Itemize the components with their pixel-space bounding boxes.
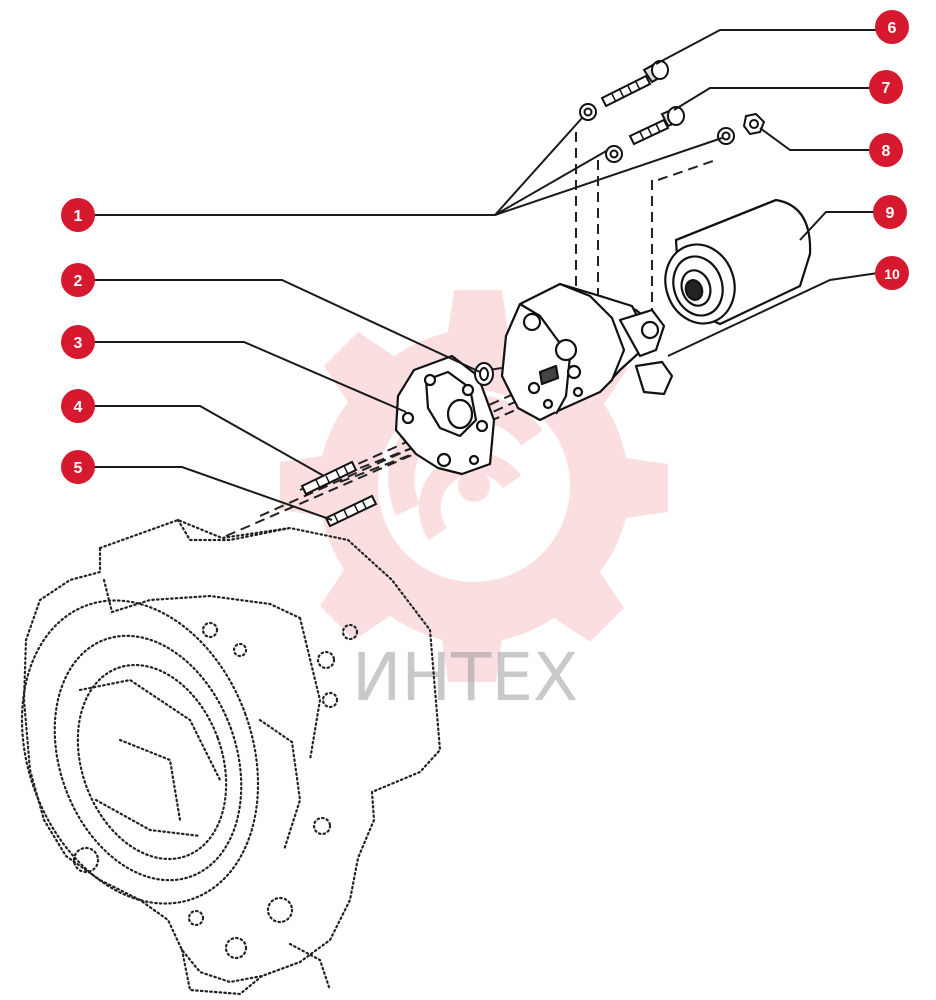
callout-label: 4: [74, 399, 83, 416]
lock-washers: [579, 103, 735, 163]
stud-upper: [300, 460, 358, 496]
bolt-short: [628, 106, 685, 146]
pump-assembly: [500, 282, 674, 422]
hex-nut: [742, 112, 766, 136]
callout-1: 1: [61, 198, 95, 232]
callout-7: 7: [869, 70, 903, 104]
callout-label: 5: [74, 460, 83, 477]
callout-label: 2: [74, 273, 83, 290]
bolt-long: [600, 60, 669, 108]
callout-5: 5: [61, 450, 95, 484]
gasket-plate: [394, 354, 496, 476]
stud-lower: [324, 494, 378, 528]
callout-10: 10: [875, 256, 909, 290]
callout-4: 4: [61, 389, 95, 423]
filter-canister: [664, 198, 812, 326]
callout-label: 1: [74, 208, 83, 225]
transmission-housing: [20, 518, 442, 996]
callout-9: 9: [873, 195, 907, 229]
callout-2: 2: [61, 263, 95, 297]
callout-6: 6: [875, 10, 909, 44]
callout-8: 8: [869, 133, 903, 167]
callout-3: 3: [61, 325, 95, 359]
callout-label: 8: [882, 143, 891, 160]
callout-label: 7: [882, 80, 891, 97]
o-ring: [474, 362, 494, 386]
callout-label: 9: [886, 205, 895, 222]
watermark-text: ИНТЕХ: [352, 639, 578, 716]
leader-lines: [92, 29, 879, 521]
callout-label: 10: [884, 266, 900, 282]
callout-label: 6: [888, 20, 897, 37]
callout-label: 3: [74, 335, 83, 352]
